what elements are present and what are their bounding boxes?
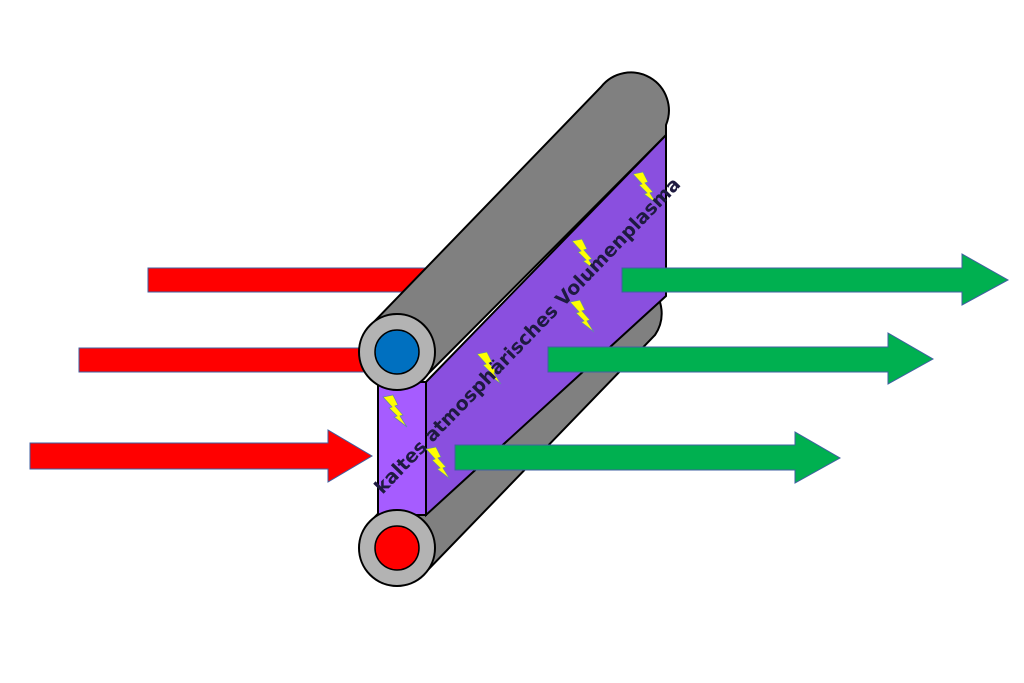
bottom-electrode xyxy=(374,525,420,571)
lightning-icon xyxy=(569,299,595,333)
inflow-arrow-2 xyxy=(78,347,370,373)
inflow-arrow-3 xyxy=(29,429,373,483)
bottom-tube-end xyxy=(358,509,436,587)
plasma-front-face xyxy=(377,381,427,516)
lightning-icon xyxy=(476,351,502,385)
outflow-arrow-2 xyxy=(547,332,935,385)
lightning-icon xyxy=(632,171,658,205)
lightning-icon xyxy=(382,394,408,428)
top-tube xyxy=(358,71,670,391)
inflow-arrow-1 xyxy=(147,267,439,293)
lightning-icon xyxy=(571,238,597,272)
top-electrode xyxy=(374,329,420,375)
outflow-arrow-1 xyxy=(621,253,1010,306)
lightning-icon xyxy=(425,446,451,480)
outflow-arrow-3 xyxy=(454,431,842,484)
